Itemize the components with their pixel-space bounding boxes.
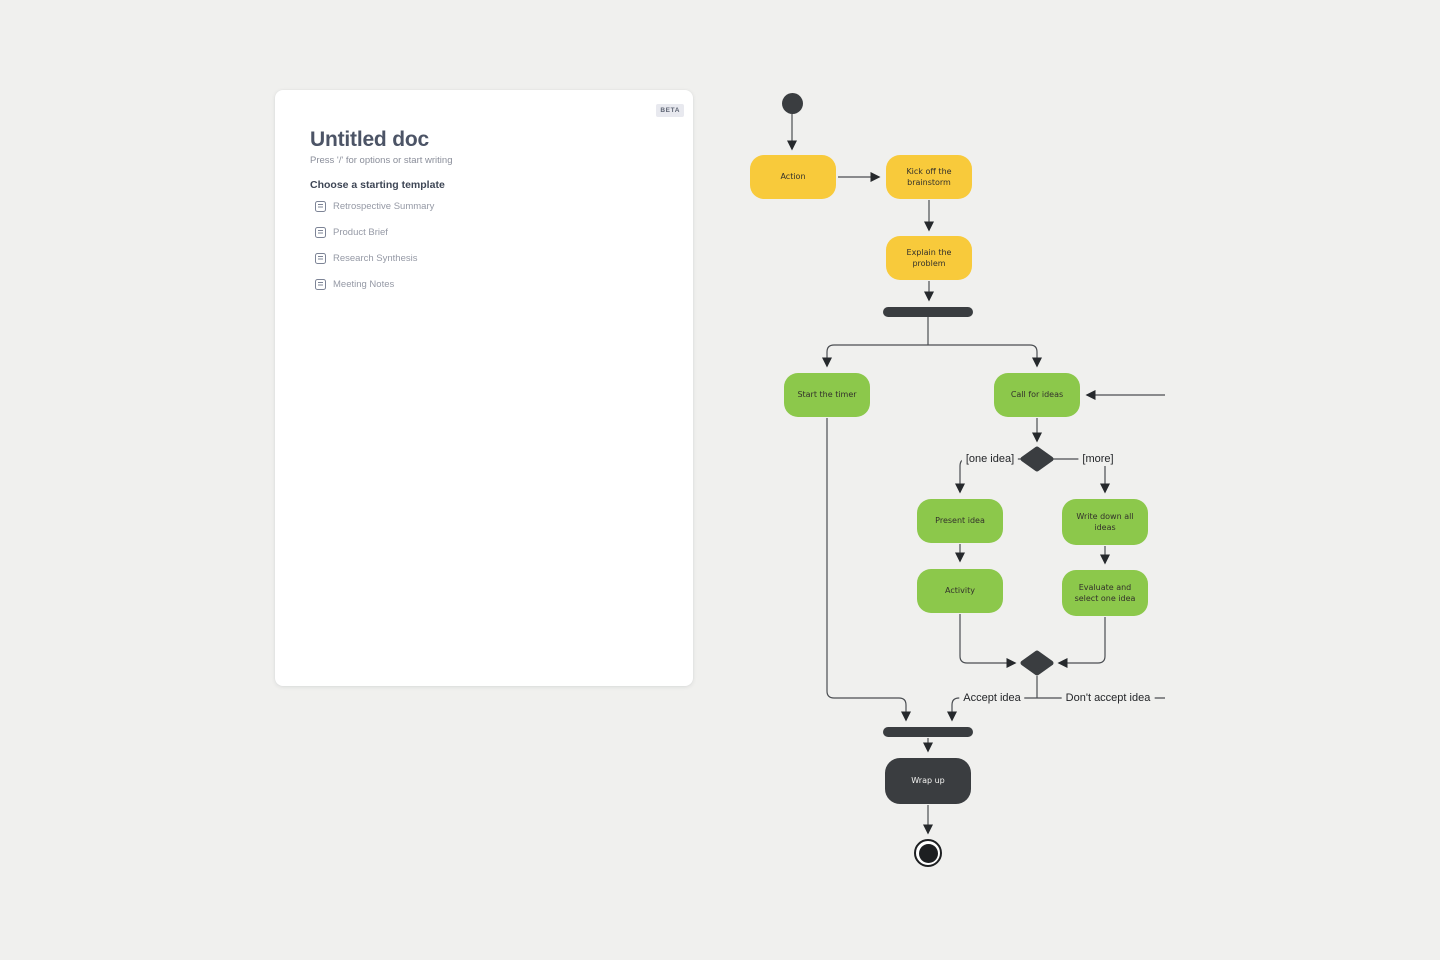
template-list: Retrospective Summary Product Brief Rese… xyxy=(315,200,434,304)
final-node-dot xyxy=(918,843,938,863)
edge-label-one-idea[interactable]: [one idea] xyxy=(961,452,1019,466)
edge-label-accept-idea[interactable]: Accept idea xyxy=(959,691,1025,705)
template-item-retrospective-summary[interactable]: Retrospective Summary xyxy=(315,200,434,212)
node-present-idea[interactable]: Present idea xyxy=(917,499,1003,543)
document-icon xyxy=(315,252,326,264)
template-item-label: Research Synthesis xyxy=(333,252,418,264)
edge-fork-to-callideas xyxy=(928,344,1043,368)
initial-node[interactable] xyxy=(782,93,803,114)
document-icon xyxy=(315,226,326,238)
template-item-research-synthesis[interactable]: Research Synthesis xyxy=(315,252,434,264)
edge-activity-to-merge xyxy=(959,614,1017,669)
node-action[interactable]: Action xyxy=(750,155,836,199)
edge-label-dont-accept-idea[interactable]: Don't accept idea xyxy=(1061,691,1155,705)
node-write-down-ideas[interactable]: Write down all ideas xyxy=(1062,499,1148,545)
decision-diamond xyxy=(1020,446,1054,472)
edge-accept-to-join xyxy=(946,697,1037,722)
template-item-label: Product Brief xyxy=(333,226,388,238)
doc-title[interactable]: Untitled doc xyxy=(310,128,429,151)
document-icon xyxy=(315,278,326,290)
edge-fork-to-timer xyxy=(821,344,928,368)
document-icon xyxy=(315,200,326,212)
fork-bar[interactable] xyxy=(883,307,973,317)
edge-label-more[interactable]: [more] xyxy=(1078,452,1118,466)
node-start-timer[interactable]: Start the timer xyxy=(784,373,870,417)
node-activity[interactable]: Activity xyxy=(917,569,1003,613)
template-item-product-brief[interactable]: Product Brief xyxy=(315,226,434,238)
template-item-label: Meeting Notes xyxy=(333,278,395,290)
join-bar[interactable] xyxy=(883,727,973,737)
node-call-for-ideas[interactable]: Call for ideas xyxy=(994,373,1080,417)
node-kick-off-brainstorm[interactable]: Kick off the brainstorm xyxy=(886,155,972,199)
edge-timer-to-join xyxy=(826,418,912,722)
node-explain-problem[interactable]: Explain the problem xyxy=(886,236,972,280)
edge-evaluate-to-merge xyxy=(1057,617,1106,669)
template-item-label: Retrospective Summary xyxy=(333,200,435,212)
template-item-meeting-notes[interactable]: Meeting Notes xyxy=(315,278,434,290)
doc-panel: BETA Untitled doc Press '/' for options … xyxy=(275,90,693,686)
node-evaluate-select[interactable]: Evaluate and select one idea xyxy=(1062,570,1148,616)
node-wrap-up[interactable]: Wrap up xyxy=(885,758,971,804)
merge-diamond xyxy=(1020,650,1054,676)
final-node[interactable] xyxy=(914,839,942,867)
doc-editor-placeholder[interactable]: Press '/' for options or start writing xyxy=(310,155,453,166)
beta-badge: BETA xyxy=(656,104,684,117)
templates-heading: Choose a starting template xyxy=(310,179,445,191)
